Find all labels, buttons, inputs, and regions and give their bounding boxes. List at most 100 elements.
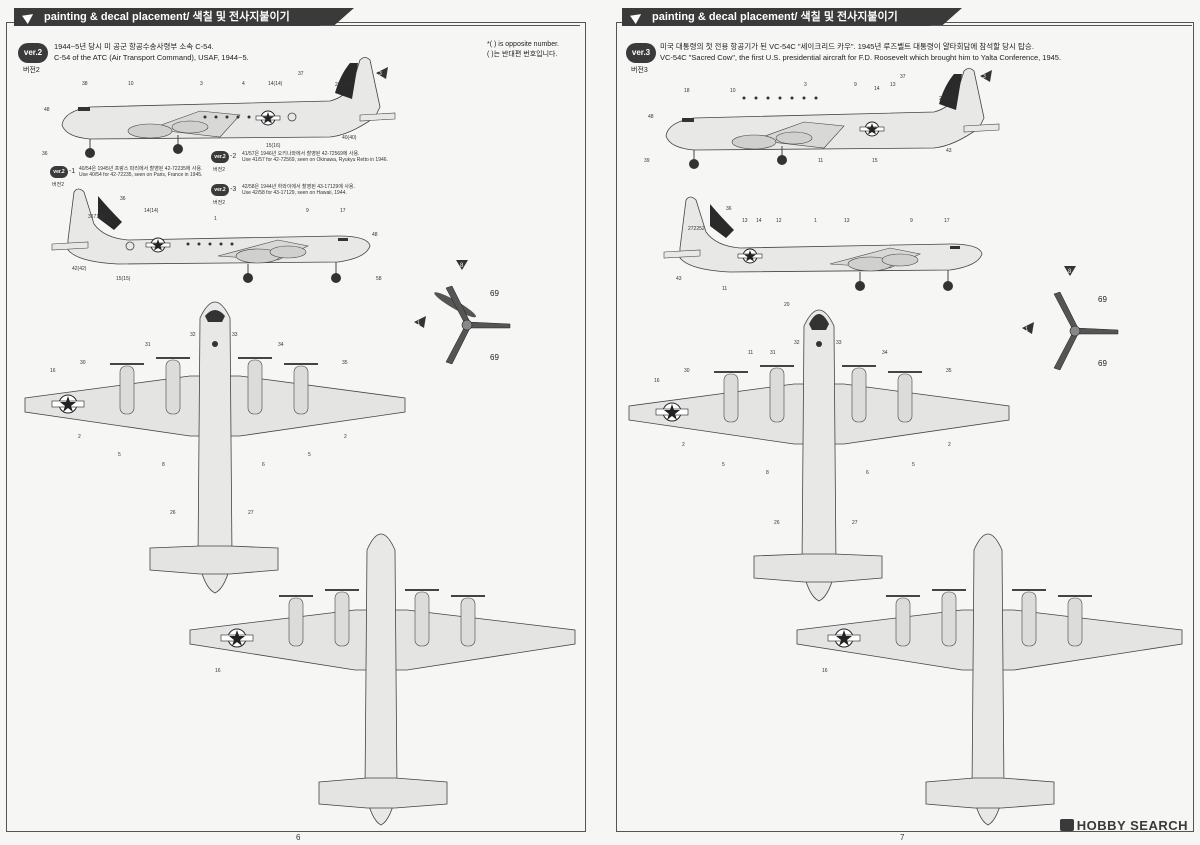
page-number: 7 bbox=[900, 833, 905, 842]
side-view-left-profile: 317129 36 14(14) 1 9 17 48 42(42) 15(15)… bbox=[51, 188, 382, 283]
callout-label: 15(16) bbox=[266, 143, 281, 149]
callout-label: 9 bbox=[910, 218, 913, 224]
version-caption: 1944~5년 당시 미 공군 항공수송사령부 소속 C-54. C-54 of… bbox=[54, 41, 384, 63]
opposite-note-en: *( ) is opposite number. bbox=[487, 41, 559, 48]
callout-label: 2 bbox=[344, 434, 347, 440]
callout-label: 8 bbox=[162, 462, 165, 468]
callout-label: 11 bbox=[722, 286, 727, 292]
callout-label: 2 bbox=[948, 442, 951, 448]
callout-label: 37 bbox=[900, 74, 906, 80]
callout-label: 32 bbox=[794, 340, 800, 346]
callout-label: 27 bbox=[852, 520, 858, 526]
tail-stripe bbox=[98, 196, 122, 230]
callout-label: 14 bbox=[756, 218, 762, 224]
callout-label: 58 bbox=[376, 276, 382, 282]
marker-label: 8 bbox=[1068, 269, 1072, 275]
callout-label: 3 bbox=[200, 81, 203, 87]
sub-version-sub-label: 버전2 bbox=[213, 167, 225, 173]
arrow-icon bbox=[22, 10, 36, 24]
callout-label: 6 bbox=[866, 470, 869, 476]
marker-label: 1 bbox=[417, 321, 421, 327]
callout-label: 17 bbox=[944, 218, 950, 224]
window-row bbox=[203, 115, 251, 119]
callout-label: 12 bbox=[776, 218, 782, 224]
caption-korean: 1944~5년 당시 미 공군 항공수송사령부 소속 C-54. bbox=[54, 42, 214, 51]
callout-label: 38 bbox=[82, 81, 88, 87]
callout-label: 26 bbox=[774, 520, 780, 526]
serial-number: 272252 bbox=[939, 96, 956, 102]
page-number: 6 bbox=[296, 833, 301, 842]
callout-label: 40(40) bbox=[342, 135, 357, 141]
callout-label: 13 bbox=[742, 218, 748, 224]
callout-label: 14(14) bbox=[268, 81, 283, 87]
sub-version-note-ko: 40/54은 1945년 프랑스 파리에서 촬영된 42-72235에 사용. bbox=[79, 166, 203, 172]
callout-label: 32 bbox=[190, 332, 196, 338]
watermark: HOBBY SEARCH bbox=[1059, 818, 1188, 833]
marker-label: 8 bbox=[460, 263, 464, 269]
callout-label: 2 bbox=[78, 434, 81, 440]
side-view-right-profile: 272252 3 18 10 3 9 14 13 37 48 39 11 15 … bbox=[644, 68, 1000, 169]
sub-version-number: -1 bbox=[69, 168, 76, 175]
version-sub-label: 버전2 bbox=[23, 67, 40, 74]
callout-label: 16 bbox=[50, 368, 56, 374]
tail-stripe bbox=[939, 74, 962, 110]
callout-label: 8 bbox=[766, 470, 769, 476]
window-row bbox=[742, 96, 818, 100]
callout-label: 1 bbox=[814, 218, 817, 224]
prop-callout: 69 bbox=[490, 289, 499, 298]
caption-english: C-54 of the ATC (Air Transport Command),… bbox=[54, 53, 249, 62]
callout-label: 16 bbox=[215, 668, 221, 674]
propeller-detail: 8 1 69 69 bbox=[414, 260, 511, 365]
engine-nacelles bbox=[886, 589, 1092, 647]
plan-view-top: 20 32 33 11 31 34 30 35 16 2 5 8 6 5 2 2… bbox=[628, 302, 1010, 602]
callout-label: 43 bbox=[946, 148, 952, 154]
callout-label: 13 bbox=[890, 82, 896, 88]
side-view-right-profile: 272235 3 38 10 3 4 14(14) 37 48 36 15(16… bbox=[42, 57, 396, 158]
plan-view-bottom: 16 bbox=[189, 533, 576, 826]
serial-number: 272235 bbox=[335, 82, 352, 88]
callout-label: 31 bbox=[145, 342, 151, 348]
engine-nacelles bbox=[110, 357, 318, 415]
callout-label: 9 bbox=[306, 208, 309, 214]
callout-label: 3 bbox=[804, 82, 807, 88]
prop-callout: 69 bbox=[1098, 359, 1107, 368]
serial-number: 272252 bbox=[688, 226, 705, 232]
callout-label: 11 bbox=[748, 350, 753, 356]
callout-label: 2 bbox=[682, 442, 685, 448]
marker-label: 3 bbox=[983, 74, 986, 80]
sub-version-note-en: Use 42/58 for 43-17129, seen on Hawaii, … bbox=[242, 190, 347, 196]
callout-label: 34 bbox=[278, 342, 284, 348]
propeller-detail: 8 1 69 69 bbox=[1022, 266, 1119, 371]
callout-label: 48 bbox=[648, 114, 654, 120]
callout-label: 16 bbox=[822, 668, 828, 674]
version-badge: ver.3 bbox=[626, 43, 656, 63]
callout-label: 4 bbox=[242, 81, 245, 87]
prop-callout: 69 bbox=[1098, 295, 1107, 304]
callout-label: 11 bbox=[818, 158, 823, 164]
caption-english: VC-54C "Sacred Cow", the first U.S. pres… bbox=[660, 53, 1062, 62]
hobby-search-logo-icon bbox=[1059, 819, 1074, 831]
callout-label: 30 bbox=[684, 368, 690, 374]
sub-version-sub-label: 버전2 bbox=[213, 200, 225, 206]
callout-label: 10 bbox=[730, 88, 736, 94]
engine-nacelles bbox=[714, 365, 922, 423]
section-header-text: painting & decal placement/ 색칠 및 전사지붙이기 bbox=[652, 11, 898, 23]
callout-label: 36 bbox=[726, 206, 732, 212]
arrow-icon bbox=[630, 10, 644, 24]
section-header: painting & decal placement/ 색칠 및 전사지붙이기 bbox=[622, 8, 962, 26]
sub-version-note-en: Use 40/54 for 42-72235, seen on Paris, F… bbox=[79, 172, 203, 178]
callout-label: 18 bbox=[684, 88, 690, 94]
callout-label: 43 bbox=[676, 276, 682, 282]
callout-label: 48 bbox=[372, 232, 378, 238]
callout-label: 33 bbox=[836, 340, 842, 346]
callout-label: 37 bbox=[298, 71, 304, 77]
sub-version-note-ko: 41/57은 1946년 오키나와에서 촬영된 42-72569에 사용. bbox=[242, 151, 360, 157]
version-caption: 미국 대통령의 첫 전용 항공기가 된 VC-54C "세이크리드 카우". 1… bbox=[660, 41, 1090, 63]
callout-label: 1 bbox=[214, 216, 217, 222]
callout-label: 27 bbox=[248, 510, 254, 516]
callout-label: 30 bbox=[80, 360, 86, 366]
callout-label: 26 bbox=[170, 510, 176, 516]
sub-version-number: -2 bbox=[230, 153, 237, 160]
callout-label: 33 bbox=[232, 332, 238, 338]
callout-label: 48 bbox=[44, 107, 50, 113]
